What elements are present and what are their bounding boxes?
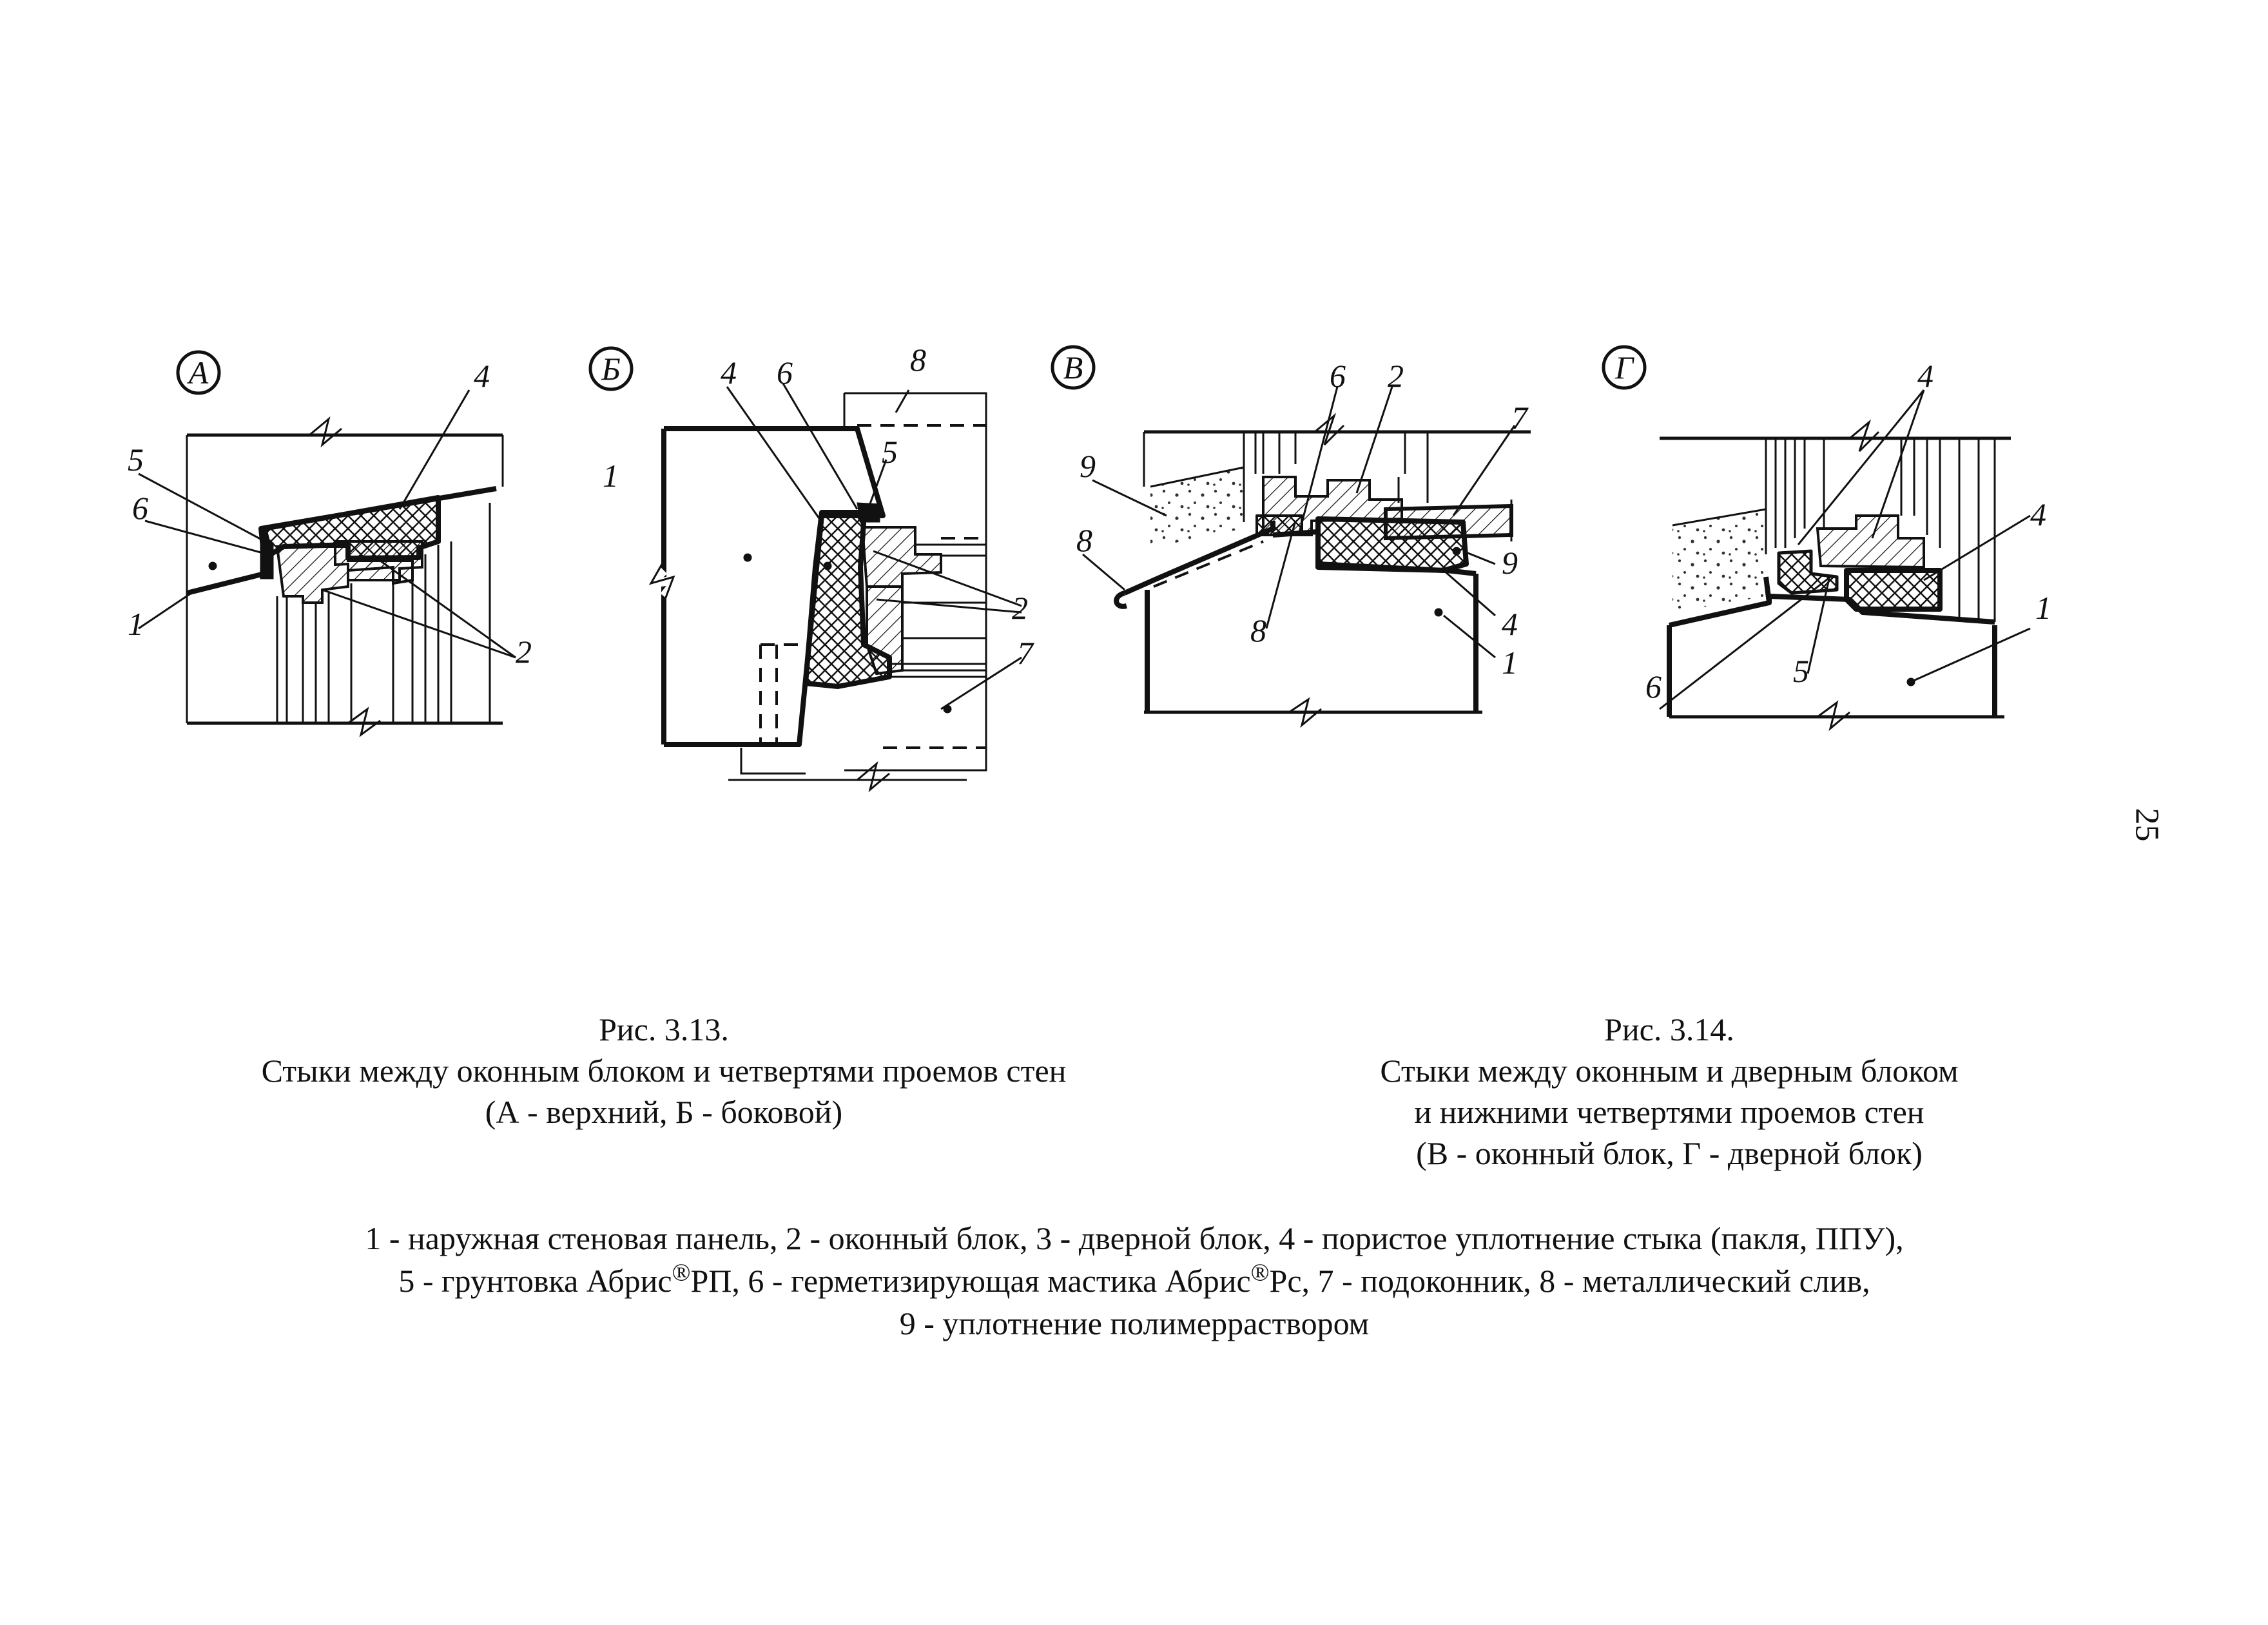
legend: 1 - наружная стеновая панель, 2 - оконны… [97,1217,2172,1345]
figure-g-label-1: 1 [2035,590,2051,626]
figure-v-label-9-left: 9 [1080,448,1096,484]
legend-line2-part-a: 5 - грунтовка Абрис [398,1263,672,1299]
figure-b-label-5: 5 [882,434,898,470]
figure-g-label-4-top: 4 [1917,358,1934,394]
page-number: 25 [2128,808,2166,842]
registered-mark-2: ® [1250,1259,1270,1287]
figure-g-label-6: 6 [1645,668,1662,705]
figure-g-label-4-right: 4 [2030,496,2046,532]
figure-b-label-6: 6 [777,355,793,391]
figure-b-marker-circle [588,346,634,391]
figure-g-marker: Г [1614,349,1635,385]
legend-line1: 1 - наружная стеновая панель, 2 - оконны… [365,1220,1904,1256]
figure-a-label-6: 6 [132,490,148,526]
figure-b-label-4: 4 [721,355,737,391]
figure-a-marker: А [187,355,209,391]
figure-b-marker: Б [601,351,621,387]
figure-g: Г [1602,345,2051,732]
figure-a-marker-circle [176,350,221,395]
figure-v: В [1051,345,1531,728]
caption-figure-3-13: Рис. 3.13. Стыки между оконным блоком и … [180,1009,1147,1133]
figure-v-marker-circle [1051,345,1096,390]
figure-v-label-7: 7 [1511,400,1529,436]
figure-g-marker-circle [1602,345,1647,390]
figure-v-label-9-right: 9 [1502,545,1518,581]
caption-3-13-line2: (А - верхний, Б - боковой) [485,1094,843,1130]
figure-g-label-5: 5 [1793,653,1809,689]
figure-a-label-5: 5 [128,442,144,478]
caption-3-14-line1: Стыки между оконным и дверным блоком [1380,1053,1959,1089]
figure-a-label-4: 4 [474,358,490,394]
figure-v-label-4: 4 [1502,606,1518,642]
figure-a-label-1: 1 [128,606,144,642]
legend-line2-part-c: Рс, 7 - подоконник, 8 - металлический сл… [1269,1263,1870,1299]
figure-v-label-2: 2 [1388,358,1404,394]
figure-v-label-8-left: 8 [1076,522,1092,558]
legend-line2: 5 - грунтовка Абрис®РП, 6 - герметизирую… [97,1260,2172,1302]
figure-v-label-8-bottom: 8 [1250,612,1266,648]
legend-line2-part-b: РП, 6 - герметизирующая мастика Абрис [690,1263,1251,1299]
figure-v-marker: В [1063,349,1083,385]
figure-b: Б [588,342,1034,793]
figure-b-label-2: 2 [1012,590,1028,626]
figure-b-label-8: 8 [910,342,926,378]
figure-v-label-6: 6 [1330,358,1346,394]
caption-3-13-line1: Стыки между оконным блоком и четвертями … [261,1053,1067,1089]
figure-a: А [128,350,532,737]
figure-b-label-7: 7 [1017,635,1034,671]
figure-a-label-2: 2 [516,634,532,670]
caption-3-14-number: Рис. 3.14. [1604,1011,1734,1047]
registered-mark-1: ® [672,1259,691,1287]
caption-3-14-line3: (В - оконный блок, Г - дверной блок) [1416,1135,1923,1171]
caption-3-14-line2: и нижними четвертями проемов стен [1414,1094,1924,1130]
legend-line3: 9 - уплотнение полимерраствором [899,1305,1370,1341]
caption-3-13-number: Рис. 3.13. [599,1011,729,1047]
figure-v-label-1: 1 [1502,645,1518,681]
caption-figure-3-14: Рис. 3.14. Стыки между оконным и дверным… [1250,1009,2088,1174]
figure-b-label-1: 1 [603,458,619,494]
